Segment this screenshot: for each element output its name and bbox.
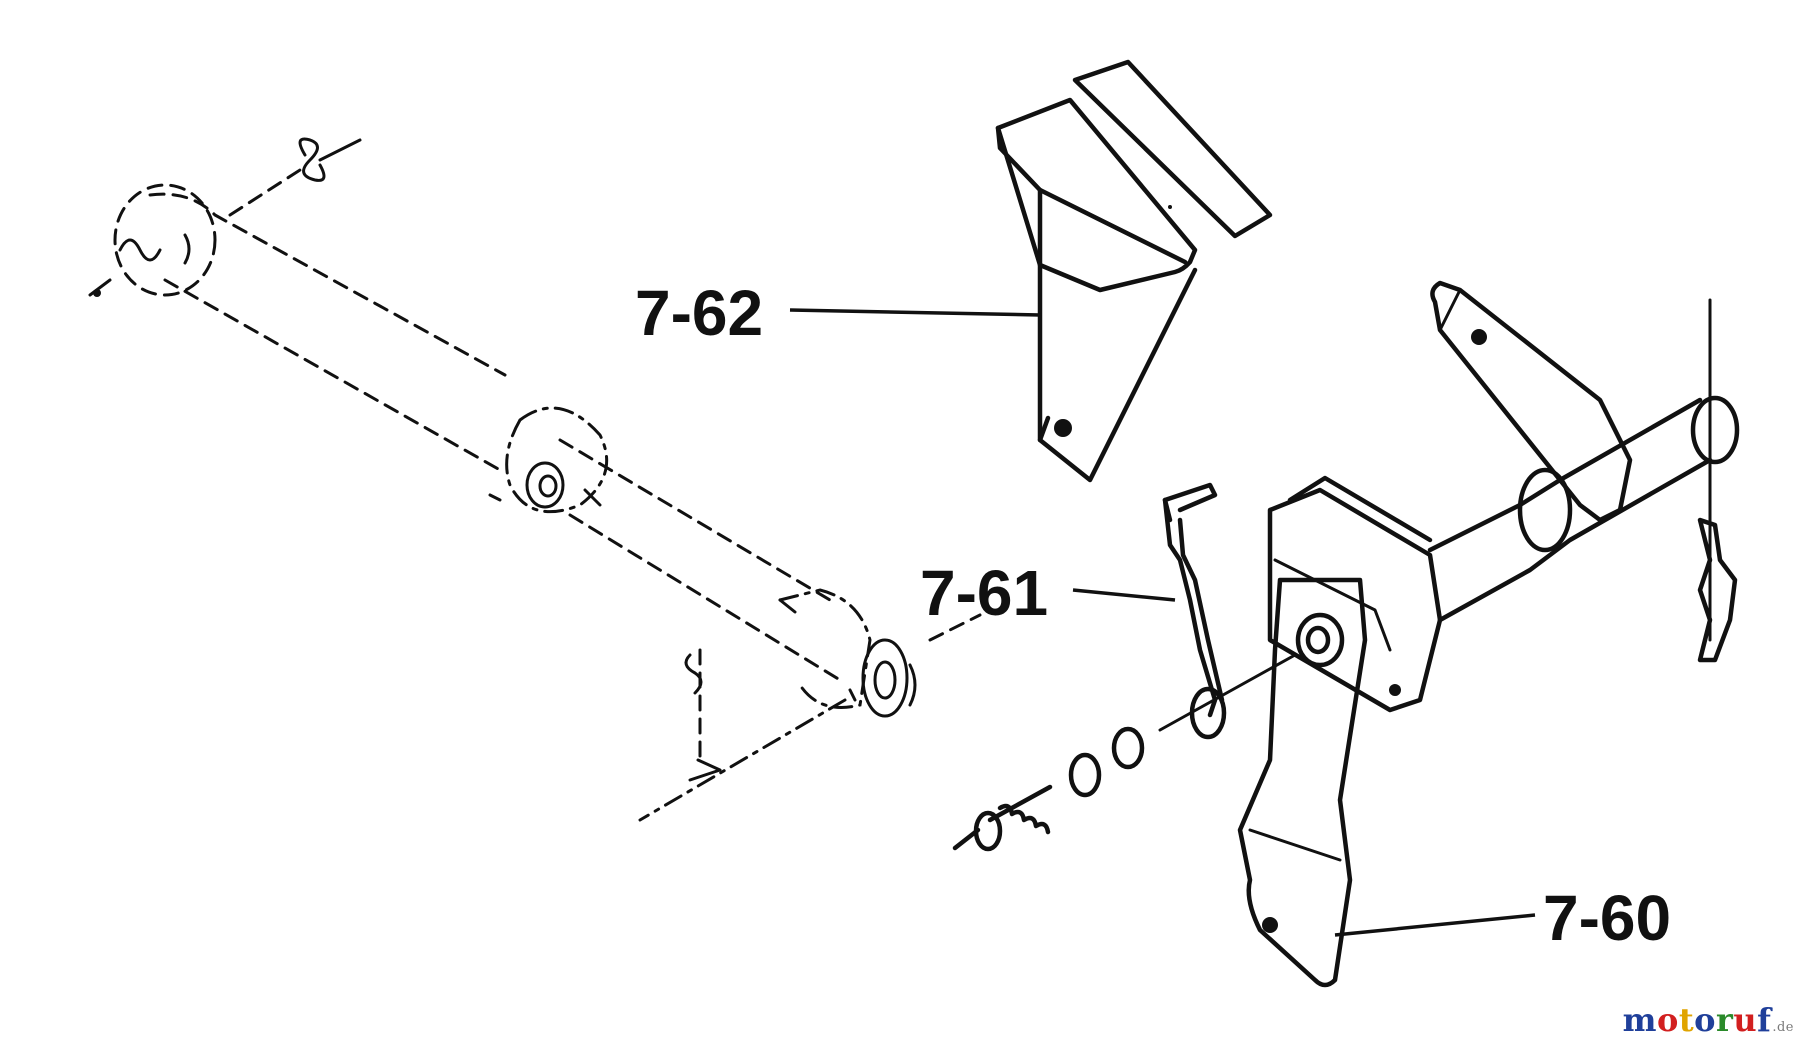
watermark-letter: f xyxy=(1757,1001,1772,1039)
site-watermark-logo: motoruf.de xyxy=(1623,1001,1794,1039)
watermark-letter: o xyxy=(1656,1001,1679,1039)
leader-line-7-62 xyxy=(789,308,1041,317)
lever-assembly-part-7-60 xyxy=(1237,280,1740,988)
leader-line-7-61 xyxy=(1072,588,1176,602)
callout-7-62: 7-62 xyxy=(635,277,763,349)
watermark-letter: m xyxy=(1622,1001,1657,1039)
bolt-and-washers xyxy=(952,653,1297,852)
watermark-letter: t xyxy=(1678,1001,1695,1039)
watermark-suffix: .de xyxy=(1772,1020,1794,1035)
callout-7-60: 7-60 xyxy=(1543,882,1671,954)
watermark-letter: u xyxy=(1733,1001,1758,1039)
phantom-linkage xyxy=(88,137,982,822)
bracket-part-7-62 xyxy=(995,59,1273,483)
leader-line-7-60 xyxy=(1334,913,1536,937)
watermark-letter: r xyxy=(1715,1001,1734,1039)
watermark-letters: motoruf xyxy=(1623,1001,1772,1039)
callout-7-61: 7-61 xyxy=(920,557,1048,629)
watermark-letter: o xyxy=(1694,1001,1716,1039)
